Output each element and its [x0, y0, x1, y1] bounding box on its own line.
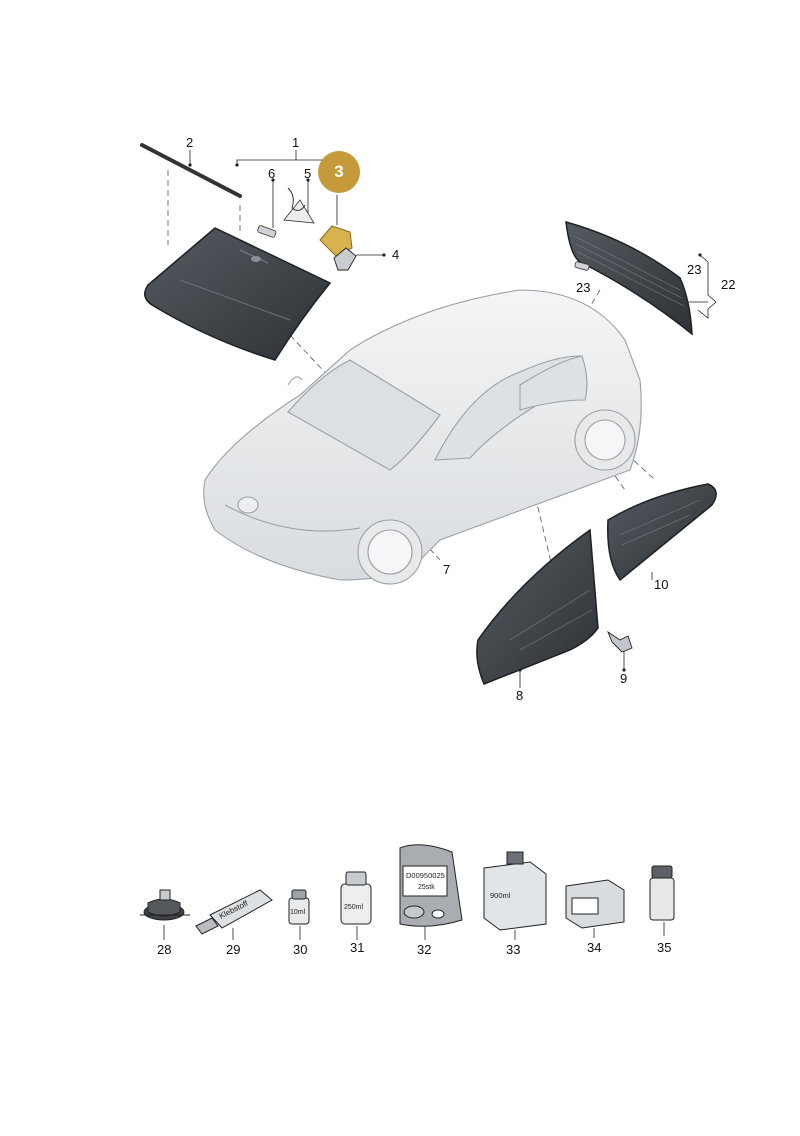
leader-dots: [188, 163, 702, 672]
front-door-glass: [476, 528, 599, 685]
bottle-10-text: 10ml: [290, 909, 306, 916]
label-10: 10: [654, 577, 669, 592]
bag-text-2: 25stk: [418, 884, 435, 891]
label-29: 29: [226, 942, 241, 957]
part-5: [283, 199, 315, 224]
label-2: 2: [186, 135, 194, 150]
can-250-text: 250ml: [344, 904, 364, 911]
label-4: 4: [392, 247, 400, 262]
label-8: 8: [516, 688, 524, 703]
consumables: [140, 844, 675, 935]
label-9: 9: [620, 671, 628, 686]
label-23-lower: 23: [576, 280, 591, 295]
part-9-screw: [607, 630, 633, 653]
label-22: 22: [721, 277, 736, 292]
part-6: [257, 225, 277, 238]
label-30: 30: [293, 942, 308, 957]
label-31: 31: [350, 940, 365, 955]
label-5: 5: [304, 166, 312, 181]
label-34: 34: [587, 940, 602, 955]
label-7: 7: [443, 562, 451, 577]
rear-side-glass: [607, 483, 717, 582]
label-33: 33: [506, 942, 521, 957]
label-6: 6: [268, 166, 276, 181]
highlight-badge-3[interactable]: 3: [318, 151, 360, 193]
bag-text-1: D00950025: [406, 871, 445, 880]
part-3-bracket: [319, 225, 353, 257]
consumable-leaders: [163, 922, 665, 940]
label-23-upper: 23: [687, 262, 702, 277]
part-23-clip: [574, 261, 590, 271]
label-28: 28: [157, 942, 172, 957]
box-900-text: 900ml: [490, 891, 511, 900]
part-4-sensor: [333, 247, 357, 271]
car-illustration: [203, 289, 642, 585]
windshield-glass: [144, 227, 332, 361]
label-35: 35: [657, 940, 672, 955]
label-1: 1: [292, 135, 300, 150]
label-32: 32: [417, 942, 432, 957]
trim-strip: [140, 143, 242, 198]
